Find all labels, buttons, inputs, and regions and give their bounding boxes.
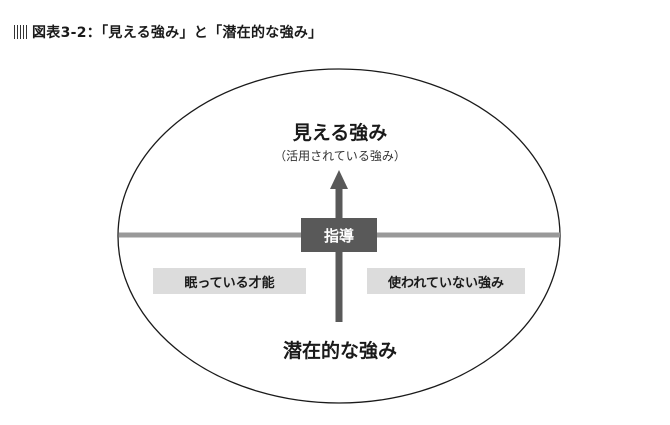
figure-header: 図表3-2：「見える強み」と「潜在的な強み」 (14, 22, 322, 42)
guidance-box: 指導 (301, 218, 377, 252)
latent-strengths-label: 潜在的な強み (282, 340, 397, 362)
visible-strengths-label: 見える強み (292, 122, 388, 144)
unused-strengths-box: 使われていない強み (367, 268, 525, 294)
visible-strengths-sublabel: （活用されている強み） (274, 149, 406, 163)
unused-strengths-label: 使われていない強み (388, 275, 504, 291)
figure-title: 図表3-2：「見える強み」と「潜在的な強み」 (32, 25, 323, 41)
guidance-label: 指導 (323, 226, 354, 245)
hatch-mark-icon (14, 25, 27, 39)
dormant-talent-box: 眠っている才能 (153, 268, 306, 294)
up-arrow-head-icon (330, 170, 348, 189)
dormant-talent-label: 眠っている才能 (184, 275, 275, 291)
